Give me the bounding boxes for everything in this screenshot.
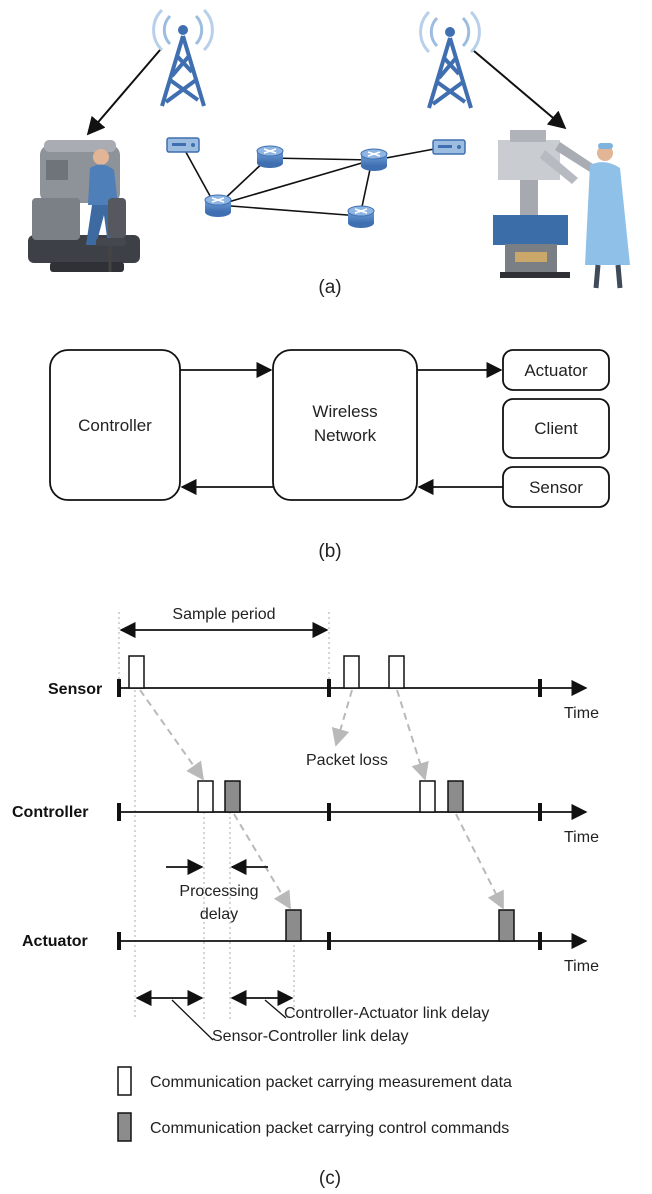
wireless-network-box <box>272 349 418 501</box>
wireless-network-label-line2: Network <box>314 426 377 445</box>
left-radio-tower-icon <box>152 8 214 107</box>
measurement-packet <box>388 655 405 689</box>
arrow-tower-to-surgeon-console <box>86 49 161 136</box>
control-packet <box>447 780 464 813</box>
legend-control-label: Communication packet carrying control co… <box>150 1120 509 1137</box>
client-box <box>502 398 610 459</box>
surgeon-console-image <box>28 140 140 272</box>
processing-delay-label-line2: delay <box>200 906 238 923</box>
panel-b-caption: (b) <box>318 541 341 562</box>
control-packet <box>224 780 241 813</box>
actuator-row-label: Actuator <box>22 933 88 950</box>
sensor-ticks <box>117 679 542 697</box>
sample-period-label: Sample period <box>172 606 275 623</box>
panel-b: Controller Wireless Network Actuator Cli… <box>49 349 610 562</box>
controller-actuator-delay-label: Controller-Actuator link delay <box>284 1005 489 1022</box>
actuator-ticks <box>117 932 542 950</box>
wireless-network-label-line1: Wireless <box>312 402 377 421</box>
right-access-point-icon <box>432 139 466 155</box>
actuator-box <box>502 349 610 391</box>
right-radio-tower-icon <box>419 10 481 109</box>
router-icon <box>360 148 388 171</box>
measurement-packet <box>128 655 145 689</box>
measurement-packet <box>197 780 214 813</box>
control-packet <box>498 909 515 942</box>
measurement-packet <box>343 655 360 689</box>
processing-delay-label-line1: Processing <box>179 883 258 900</box>
sensor-row-label: Sensor <box>48 681 102 698</box>
ca-delay-leader <box>264 999 287 1019</box>
legend-measurement-label: Communication packet carrying measuremen… <box>150 1074 512 1091</box>
guide-lines <box>118 612 330 1020</box>
patient-cart-image <box>493 130 630 289</box>
client-label: Client <box>534 419 578 438</box>
router-icon <box>204 194 232 217</box>
packet-loss-label: Packet loss <box>306 752 388 769</box>
controller-ticks <box>117 803 542 821</box>
controller-time-label: Time <box>564 829 599 846</box>
sc-delay-leader <box>171 999 214 1041</box>
sensor-controller-delay-label: Sensor-Controller link delay <box>212 1028 409 1045</box>
sensor-label: Sensor <box>529 478 583 497</box>
legend-measurement-swatch <box>117 1066 132 1096</box>
controller-label: Controller <box>78 416 152 435</box>
panel-a-caption: (a) <box>318 277 341 298</box>
sensor-time-label: Time <box>564 705 599 722</box>
panel-a: (a) <box>28 8 630 298</box>
router-icon <box>256 145 284 168</box>
panel-c: Sample period Sensor Time Controller Tim… <box>12 606 599 1189</box>
panel-c-caption: (c) <box>319 1168 341 1189</box>
arrow-tower-to-patient-cart <box>473 50 567 130</box>
actuator-time-label: Time <box>564 958 599 975</box>
router-icon <box>347 205 375 228</box>
legend-control-swatch <box>117 1112 132 1142</box>
transmission-arrows <box>139 689 504 910</box>
controller-box <box>49 349 181 501</box>
measurement-packet <box>419 780 436 813</box>
controller-row-label: Controller <box>12 804 88 821</box>
left-access-point-icon <box>166 137 200 153</box>
control-packet <box>285 909 302 942</box>
actuator-label: Actuator <box>524 361 588 380</box>
